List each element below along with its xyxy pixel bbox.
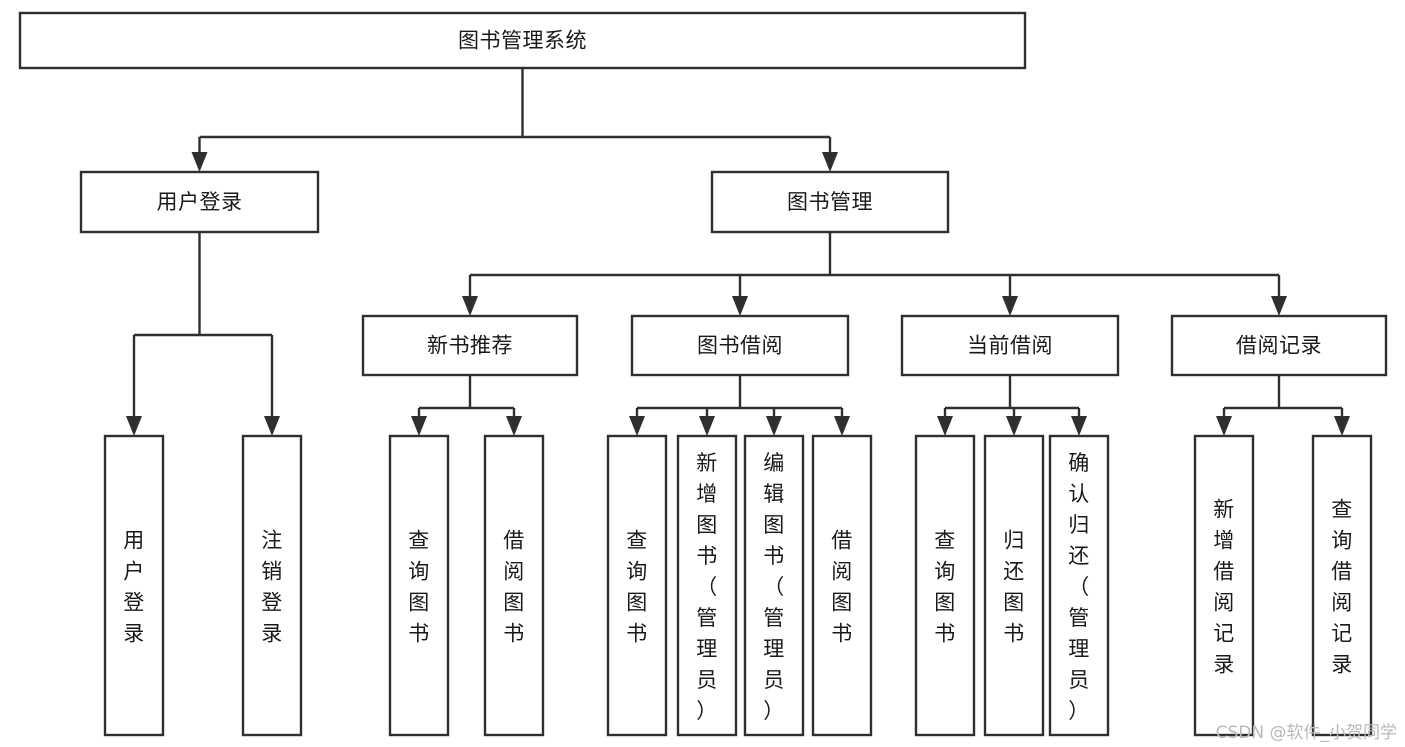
node-box-leaf-bb-add-book[interactable]	[676, 434, 738, 737]
node-box-leaf-bb-edit-book[interactable]	[743, 434, 805, 737]
arrow-head-icon	[766, 416, 782, 436]
node-new-book-rec[interactable]: 新书推荐	[361, 314, 579, 377]
node-box-leaf-bb-borrow-book[interactable]	[811, 434, 873, 737]
arrow-head-icon	[1006, 416, 1022, 436]
connector-edge-borrow-record-bus	[1224, 375, 1342, 410]
node-box-leaf-cb-query-book[interactable]	[914, 434, 976, 737]
arrow-head-icon	[1002, 296, 1018, 316]
connector-edge-current-borrow-bus	[945, 375, 1079, 410]
node-leaf-user-login[interactable]: 用户登录	[103, 434, 165, 737]
node-box-user-login[interactable]	[79, 170, 320, 234]
node-box-borrow-record[interactable]	[1170, 314, 1388, 377]
node-box-leaf-cb-confirm-return[interactable]	[1048, 434, 1110, 737]
node-label-leaf-bb-edit-book: 编辑图书（管理员）	[763, 451, 785, 723]
node-box-root[interactable]	[18, 11, 1027, 70]
node-leaf-rec-borrow-book[interactable]: 借阅图书	[483, 434, 545, 737]
arrow-head-icon	[462, 296, 478, 316]
node-label-root: 图书管理系统	[458, 29, 587, 53]
node-label-leaf-logout: 注销登录	[261, 529, 283, 646]
node-leaf-br-query-record[interactable]: 查询借阅记录	[1311, 434, 1373, 737]
node-label-leaf-cb-query-book: 查询图书	[934, 529, 956, 646]
arrow-head-icon	[699, 416, 715, 436]
node-label-leaf-rec-query-book: 查询图书	[408, 529, 430, 646]
connector-layer	[126, 68, 1350, 436]
csdn-watermark: CSDN @软件_小贺同学	[1215, 723, 1397, 743]
node-box-current-borrow[interactable]	[900, 314, 1120, 377]
node-label-borrow-record: 借阅记录	[1236, 334, 1322, 358]
node-label-leaf-cb-return-book: 归还图书	[1003, 529, 1025, 646]
node-box-book-borrow[interactable]	[630, 314, 850, 377]
arrow-head-icon	[834, 416, 850, 436]
connector-edge-user-login-bus	[134, 232, 272, 337]
node-leaf-rec-query-book[interactable]: 查询图书	[388, 434, 450, 737]
node-layer: 图书管理系统用户登录图书管理新书推荐图书借阅当前借阅借阅记录用户登录注销登录查询…	[18, 11, 1388, 737]
connector-edge-new-book-rec-bus	[419, 375, 514, 410]
connector-edge-book-manage-bus	[470, 232, 1279, 277]
arrow-head-icon	[1334, 416, 1350, 436]
node-box-leaf-rec-borrow-book[interactable]	[483, 434, 545, 737]
node-leaf-logout[interactable]: 注销登录	[241, 434, 303, 737]
arrow-head-icon	[822, 152, 838, 172]
node-book-manage[interactable]: 图书管理	[710, 170, 950, 234]
node-box-leaf-rec-query-book[interactable]	[388, 434, 450, 737]
node-box-leaf-cb-return-book[interactable]	[983, 434, 1045, 737]
node-leaf-bb-borrow-book[interactable]: 借阅图书	[811, 434, 873, 737]
node-leaf-bb-edit-book[interactable]: 编辑图书（管理员）	[743, 434, 805, 737]
node-borrow-record[interactable]: 借阅记录	[1170, 314, 1388, 377]
node-label-leaf-rec-borrow-book: 借阅图书	[503, 529, 525, 646]
arrow-head-icon	[1271, 296, 1287, 316]
node-leaf-cb-query-book[interactable]: 查询图书	[914, 434, 976, 737]
node-leaf-cb-confirm-return[interactable]: 确认归还（管理员）	[1048, 434, 1110, 737]
node-box-leaf-logout[interactable]	[241, 434, 303, 737]
arrow-head-icon	[411, 416, 427, 436]
node-label-leaf-bb-query-book: 查询图书	[626, 529, 648, 646]
arrow-head-icon	[937, 416, 953, 436]
node-label-leaf-br-query-record: 查询借阅记录	[1331, 498, 1353, 677]
node-user-login[interactable]: 用户登录	[79, 170, 320, 234]
connector-edge-book-borrow-bus	[637, 375, 842, 410]
node-label-leaf-bb-add-book: 新增图书（管理员）	[696, 451, 718, 723]
node-label-leaf-user-login: 用户登录	[123, 529, 145, 646]
node-box-book-manage[interactable]	[710, 170, 950, 234]
node-label-book-borrow: 图书借阅	[697, 334, 783, 358]
node-label-leaf-br-add-record: 新增借阅记录	[1213, 498, 1235, 677]
node-box-leaf-br-query-record[interactable]	[1311, 434, 1373, 737]
node-box-leaf-br-add-record[interactable]	[1193, 434, 1255, 737]
arrow-head-icon	[629, 416, 645, 436]
arrow-head-icon	[732, 296, 748, 316]
connector-edge-root-bus	[199, 68, 830, 139]
node-leaf-cb-return-book[interactable]: 归还图书	[983, 434, 1045, 737]
node-leaf-bb-query-book[interactable]: 查询图书	[606, 434, 668, 737]
node-label-user-login: 用户登录	[157, 190, 243, 214]
arrow-head-icon	[191, 152, 208, 172]
arrow-head-icon	[1216, 416, 1232, 436]
node-root[interactable]: 图书管理系统	[18, 11, 1027, 70]
node-book-borrow[interactable]: 图书借阅	[630, 314, 850, 377]
arrow-head-icon	[1071, 416, 1087, 436]
node-label-new-book-rec: 新书推荐	[427, 334, 513, 358]
arrow-head-icon	[506, 416, 522, 436]
arrow-head-icon	[264, 416, 280, 436]
node-leaf-bb-add-book[interactable]: 新增图书（管理员）	[676, 434, 738, 737]
arrow-head-icon	[126, 416, 142, 436]
node-leaf-br-add-record[interactable]: 新增借阅记录	[1193, 434, 1255, 737]
node-label-leaf-bb-borrow-book: 借阅图书	[831, 529, 853, 646]
node-current-borrow[interactable]: 当前借阅	[900, 314, 1120, 377]
node-label-current-borrow: 当前借阅	[967, 334, 1053, 358]
node-box-leaf-bb-query-book[interactable]	[606, 434, 668, 737]
node-box-new-book-rec[interactable]	[361, 314, 579, 377]
node-box-leaf-user-login[interactable]	[103, 434, 165, 737]
node-label-book-manage: 图书管理	[787, 190, 873, 214]
node-label-leaf-cb-confirm-return: 确认归还（管理员）	[1068, 451, 1090, 723]
